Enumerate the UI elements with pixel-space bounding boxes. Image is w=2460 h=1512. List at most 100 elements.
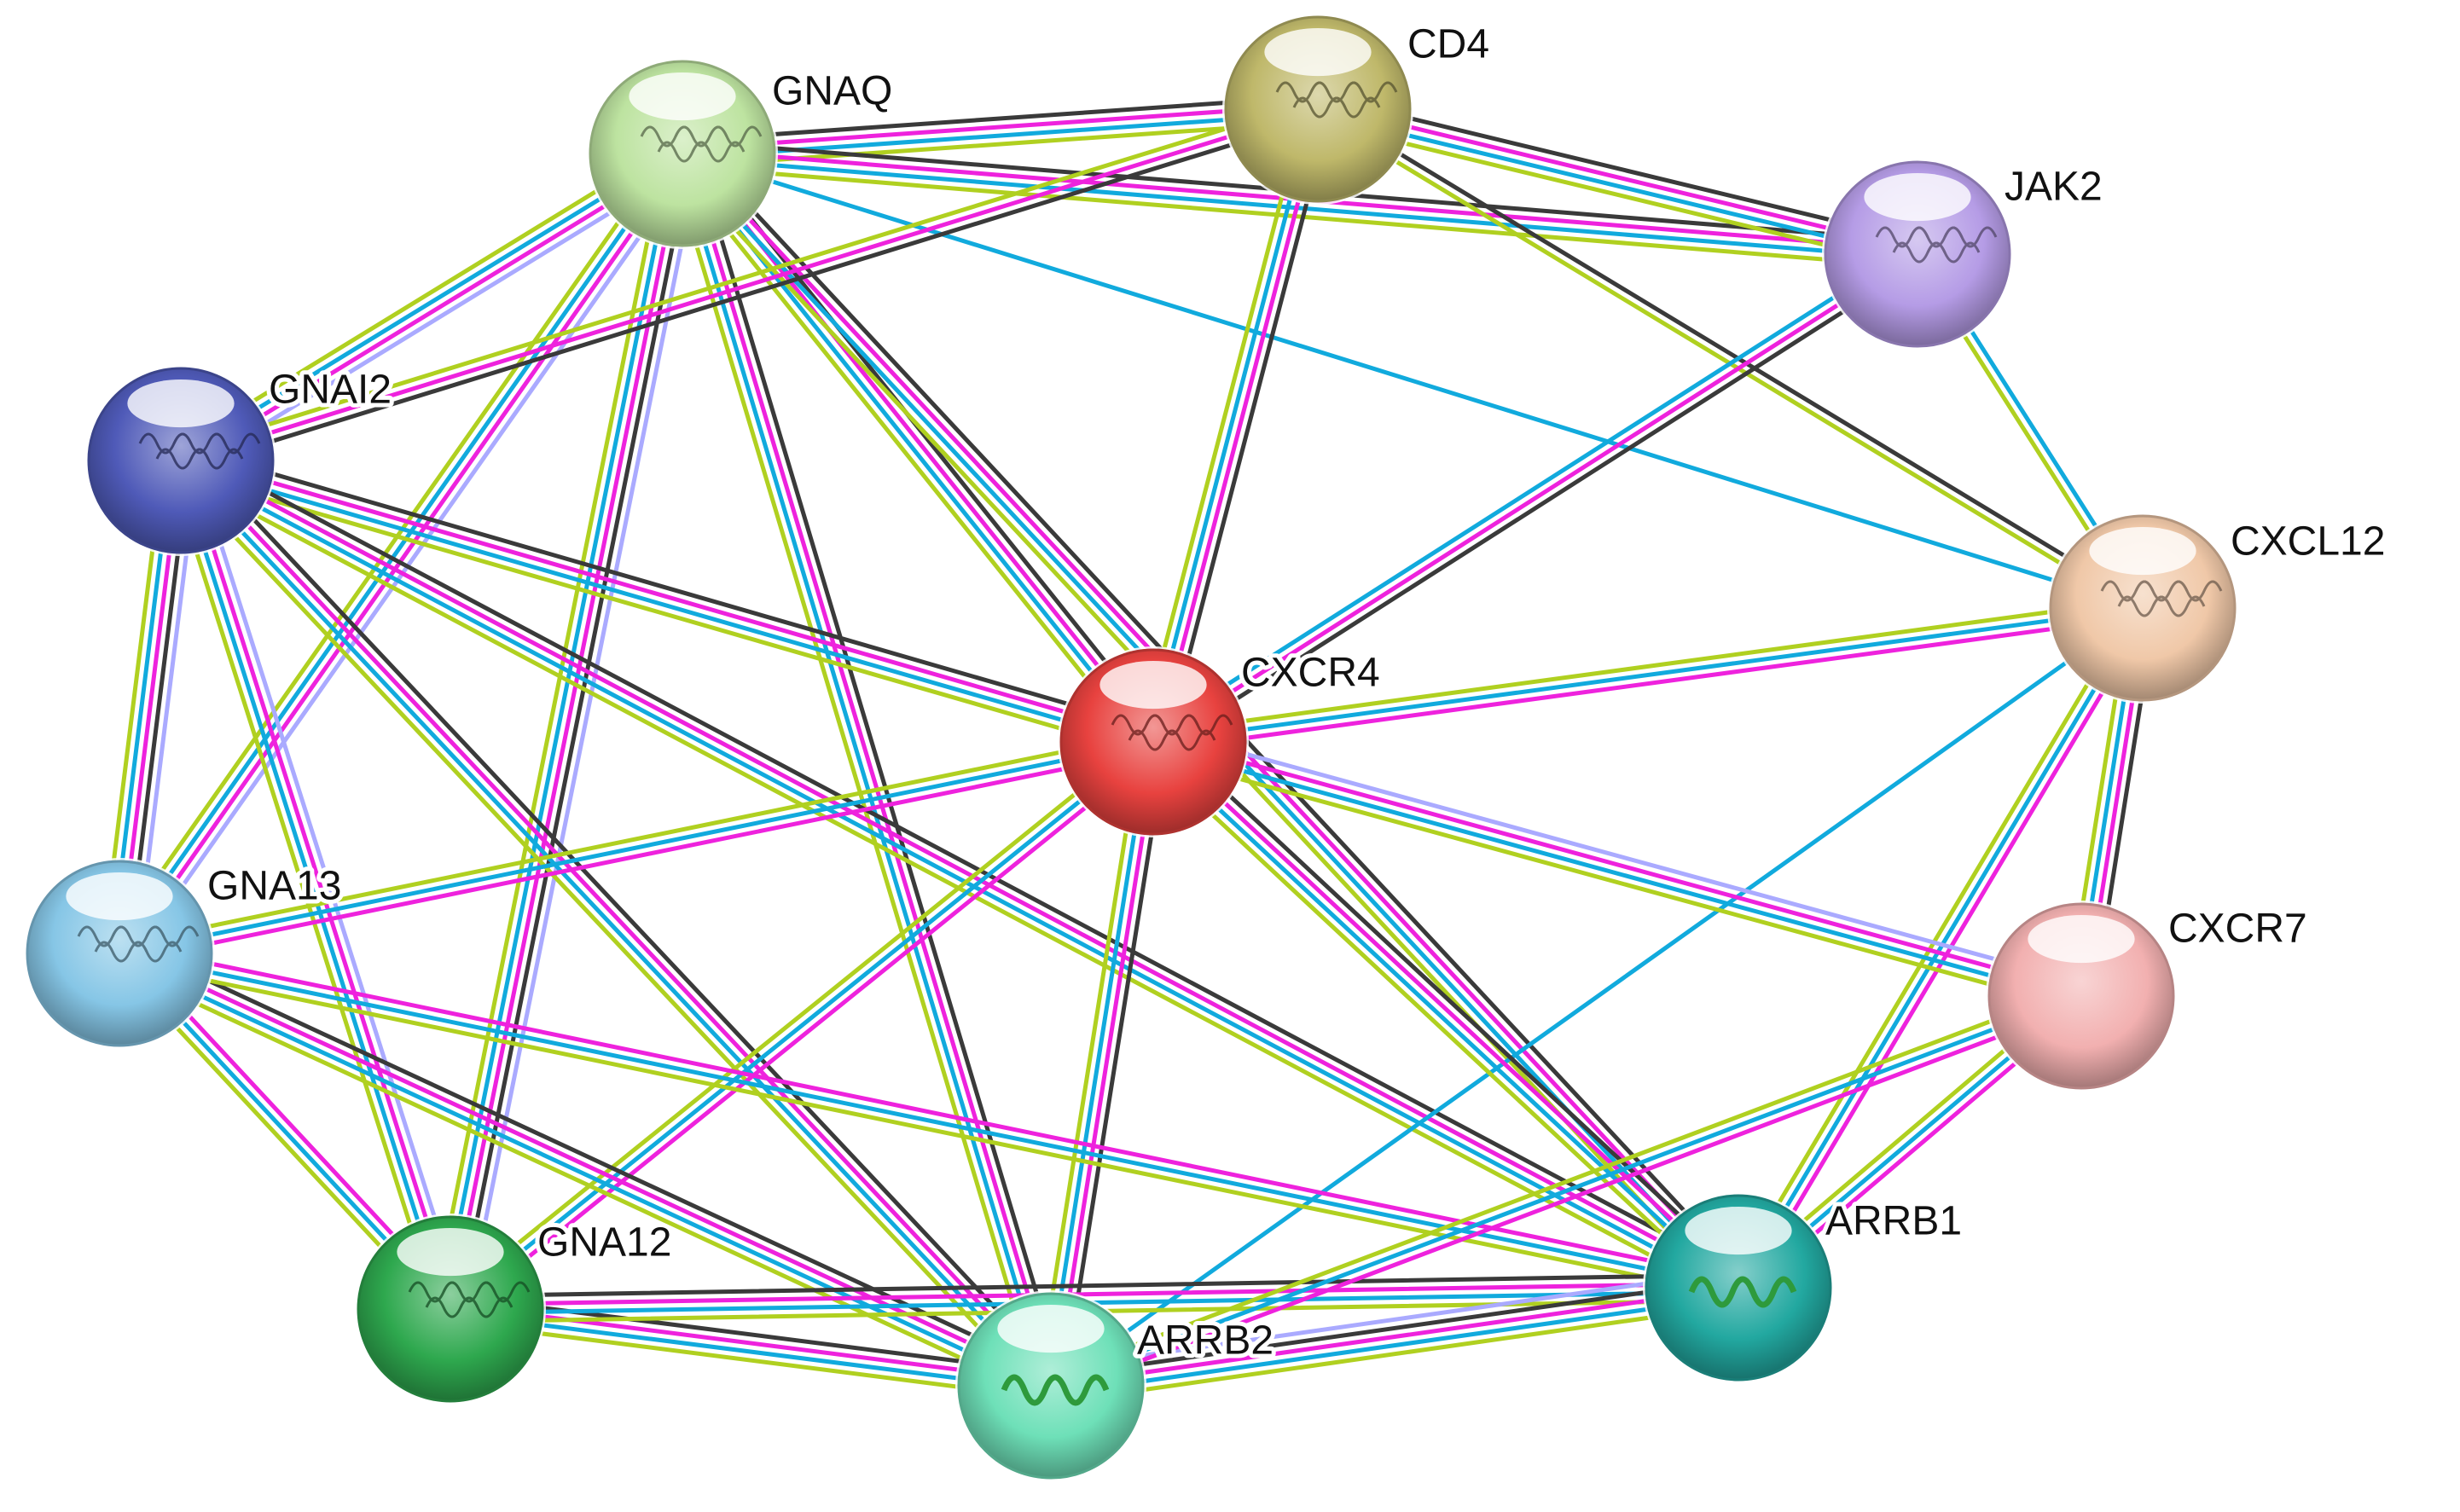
edge-gna13-arrb2 [112,939,1059,1400]
edge-strand-cyan [1736,605,2145,1290]
edge-cxcr4-gna12 [443,733,1161,1318]
protein-structure-icon [640,125,763,163]
edge-strand-black [679,94,1320,143]
protein-structure-icon [1111,714,1233,751]
edge-strand-yellow-green [446,1319,1052,1401]
edge-strand-cyan [115,955,1052,1393]
node-highlight [2089,526,2196,576]
edge-strand-magenta [1052,1001,2087,1396]
node-arrb1[interactable]: ARRB1 [1643,1192,1966,1383]
edge-gnaq-gna13 [107,143,695,964]
edge-strand-black [182,446,1159,733]
edge-strand-black [456,153,693,1313]
edge-gnai2-arrb1 [172,447,1747,1301]
edge-strand-yellow-green [1147,751,2080,1011]
edge-strand-cyan [1314,111,1919,261]
edge-strand-magenta [119,947,1055,1384]
edge-gna12-arrb2 [446,1294,1055,1401]
node-arrb2[interactable]: ARRB2 [955,1290,1278,1481]
edge-strand-black [1047,1277,1740,1380]
node-label-jak2: JAK2 [2005,165,2103,210]
edge-strand-magenta [1151,252,1920,744]
node-jak2[interactable]: JAK2 [1822,159,2107,350]
edge-strand-magenta [1152,735,2085,994]
edge-strand-lavender [127,159,695,964]
edge-gnai2-cxcr4 [175,446,1159,756]
edge-strand-yellow-green [172,469,1735,1301]
edge-strand-magenta [1155,107,1325,745]
edge-strand-magenta [1316,102,1921,252]
node-label-cxcl12: CXCL12 [2231,519,2385,565]
edge-strand-black [188,449,1063,1380]
edge-strand-cyan [174,460,449,1313]
edge-strand-black [448,1272,1741,1299]
node-highlight [127,379,235,428]
edge-jak2-cxcr4 [1146,245,1924,751]
node-cxcl12[interactable]: CXCL12 [2047,513,2389,704]
edge-strand-magenta [119,748,1157,965]
edge-strand-magenta [182,455,1057,1386]
edge-strand-cyan [1148,743,1738,1294]
protein-structure-icon [1275,81,1398,119]
node-gna12[interactable]: GNA12 [355,1214,676,1405]
protein-structure-icon [408,1281,531,1318]
edge-strand-black [1318,103,2148,607]
node-gna13[interactable]: GNA13 [24,858,345,1049]
edge-strand-yellow-green [1051,1302,1743,1405]
node-highlight [629,72,736,121]
node-highlight [2028,914,2135,964]
edge-strand-yellow-green [1312,119,1917,269]
edge-cd4-cxcl12 [1313,103,2148,614]
edge-strand-magenta [1153,736,1743,1287]
edge-strand-yellow-green [112,963,1048,1400]
node-highlight [66,872,173,921]
edge-gna13-arrb1 [115,942,1743,1299]
node-label-gnaq: GNAQ [772,69,892,114]
edge-strand-cyan [676,152,1049,1389]
node-cxcr4[interactable]: CXCR4 [1058,646,1384,837]
node-cxcr7[interactable]: CXCR7 [1986,901,2312,1092]
edge-strand-lavender [1154,727,2087,987]
edge-strand-yellow-green [1036,738,1143,1387]
edge-strand-black [181,115,1323,472]
edge-cd4-jak2 [1312,94,1923,269]
node-cd4[interactable]: CD4 [1222,14,1494,205]
edge-gnaq-gnai2 [171,140,692,474]
node-gnaq[interactable]: GNAQ [587,58,896,249]
node-label-cd4: CD4 [1407,22,1489,67]
edge-strand-yellow-green [171,140,678,452]
edge-strand-magenta [448,151,685,1312]
edge-cxcl12-cxcr4 [1150,597,2146,753]
edge-strand-magenta [120,154,688,959]
edge-strand-yellow-green [1045,986,2080,1381]
edge-strand-yellow-green [169,466,1044,1397]
edge-strand-magenta [1053,740,1160,1389]
edge-strand-black [122,939,1059,1376]
edge-strand-yellow-green [1150,597,2144,736]
node-label-gna13: GNA13 [207,864,341,909]
edge-strand-magenta [680,102,1320,152]
edge-cxcr4-arrb1 [1142,730,1749,1300]
node-label-cxcr4: CXCR4 [1241,651,1380,696]
edge-gnai2-gna12 [166,454,465,1316]
edge-strand-yellow-green [1138,103,1308,741]
protein-structure-icon [1875,226,1998,264]
edge-gnaq-arrb2 [668,148,1065,1392]
edge-strand-cyan [176,148,682,460]
node-gnai2[interactable]: GNAI2 [85,363,396,556]
edge-strand-cyan [680,155,1920,261]
protein-structure-icon [77,925,200,963]
edge-strand-magenta [1048,1285,1741,1388]
helix-icon [1001,1374,1110,1406]
edge-strand-black [1159,730,1749,1281]
helix-icon [1688,1276,1797,1308]
edge-strand-lavender [190,454,465,1307]
edge-strand-yellow-green [115,731,1154,947]
edge-strand-magenta [449,1302,1054,1384]
edge-strand-cyan [1151,605,2145,744]
edge-cxcl12-arrb2 [1048,605,2145,1388]
edge-strand-cyan [117,951,1741,1290]
edge-strand-cyan [1048,605,2145,1388]
edge-gnai2-arrb2 [169,449,1063,1397]
edge-cxcr7-arrb2 [1045,986,2087,1396]
